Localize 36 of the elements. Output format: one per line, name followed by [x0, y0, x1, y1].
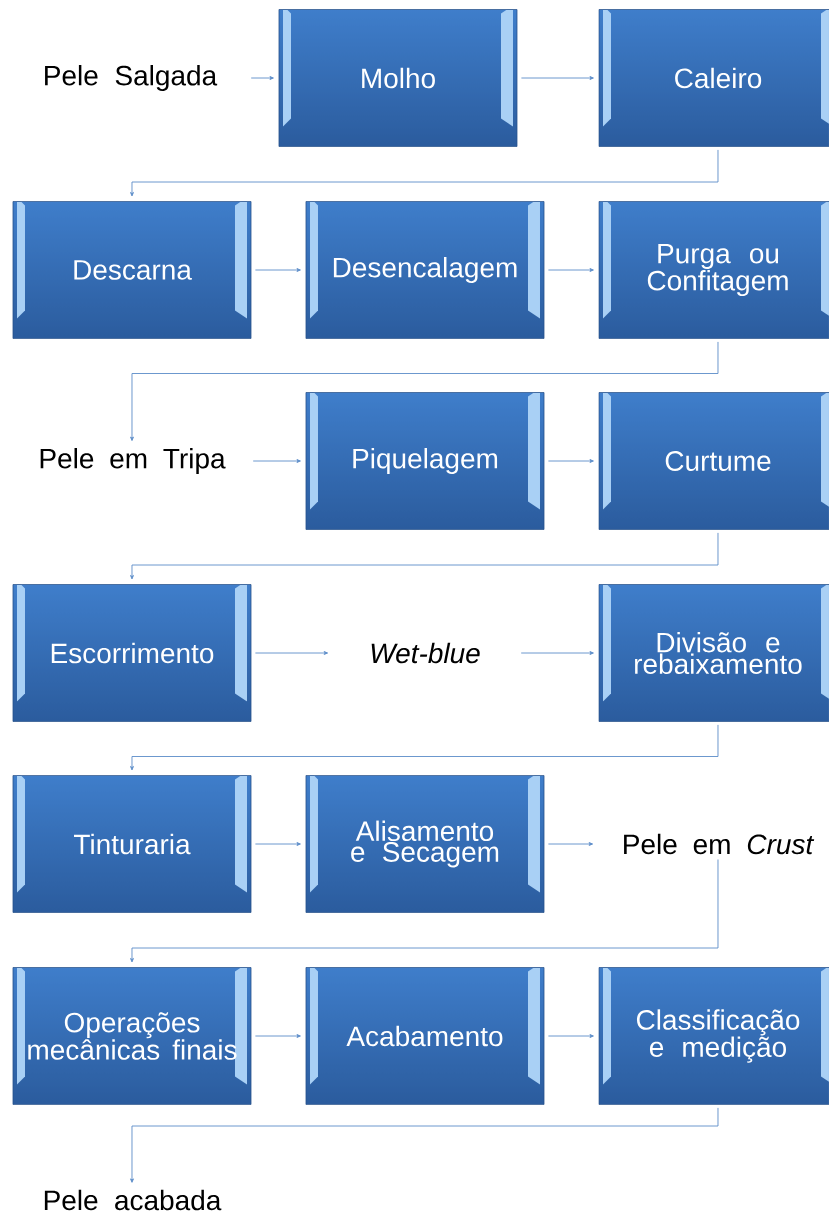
process-box: Desencalagem: [305, 201, 545, 339]
arrow: [254, 268, 301, 272]
stage-text: Pele acabada: [44, 1189, 222, 1211]
arrow: [130, 724, 719, 771]
arrow: [130, 341, 719, 442]
arrow: [252, 459, 301, 463]
arrow: [130, 859, 719, 963]
arrow: [547, 459, 594, 463]
arrow: [130, 1107, 719, 1183]
process-box: Piquelagem: [305, 392, 545, 530]
stage-text: Wet-blue: [371, 642, 480, 664]
stage-text: Pele Salgada: [45, 64, 218, 92]
arrow: [520, 76, 594, 80]
process-box: Descarna: [12, 201, 252, 339]
arrow: [254, 651, 329, 655]
arrow: [130, 532, 719, 580]
process-box: Purga ou Confitagem: [598, 201, 829, 339]
stage-text: Pele em Tripa: [40, 447, 226, 475]
process-box: Molho: [278, 9, 518, 147]
process-box: Caleiro: [598, 9, 829, 147]
arrow: [250, 76, 274, 80]
process-box: Alisamento e Secagem: [305, 775, 545, 913]
arrow: [547, 1034, 594, 1038]
stage-text: Pele em Crust: [624, 833, 815, 855]
arrow: [547, 842, 594, 846]
process-box: Tinturaria: [12, 775, 252, 913]
process-box: Curtume: [598, 392, 829, 530]
process-box: Classificação e medição: [598, 967, 829, 1105]
process-box: Escorrimento: [12, 584, 252, 722]
arrow: [520, 651, 594, 655]
arrow: [254, 842, 301, 846]
arrow: [547, 268, 594, 272]
arrow: [254, 1034, 301, 1038]
process-box: Acabamento: [305, 967, 545, 1105]
process-box: Divisão e rebaixamento: [598, 584, 829, 722]
arrow: [130, 149, 719, 197]
